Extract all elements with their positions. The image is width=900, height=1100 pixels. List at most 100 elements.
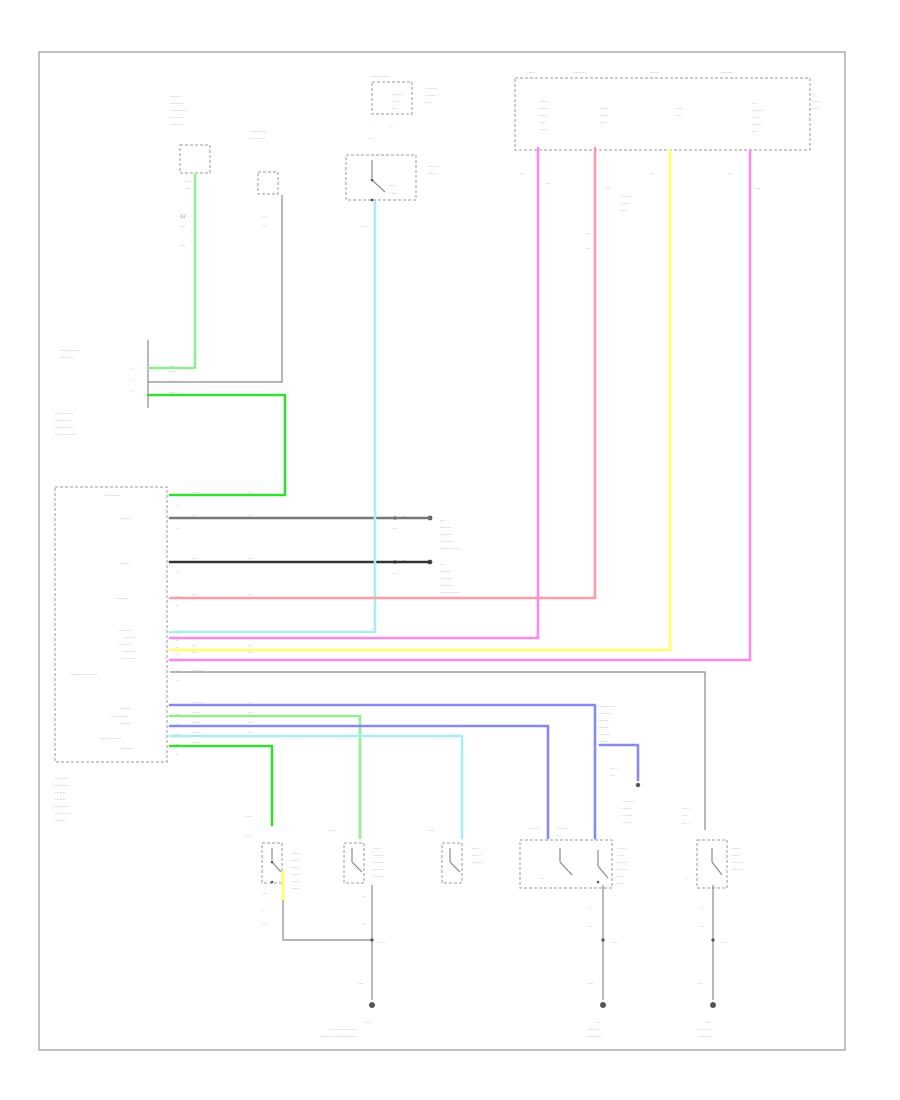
body-control-module: ·········· ······ ······ ········ ······… (54, 486, 168, 824)
ground-left: ····· ···· ··· ················· ·······… (320, 938, 385, 1040)
svg-text:···: ··· (705, 1021, 710, 1026)
svg-text:····: ···· (248, 651, 254, 656)
svg-text:····: ···· (605, 187, 611, 192)
svg-text:···: ··· (248, 701, 252, 706)
svg-text:····: ···· (392, 107, 398, 112)
fuse-block-center: ············ ······ ····· ···· ········ … (368, 75, 437, 142)
svg-text:··: ·· (176, 604, 179, 609)
svg-text:··: ·· (176, 660, 179, 665)
svg-text:·······: ······· (557, 827, 567, 832)
svg-text:····: ···· (358, 982, 364, 987)
svg-text:·······: ······· (732, 861, 743, 866)
svg-text:····: ···· (248, 557, 254, 562)
svg-text:·······: ······· (425, 94, 436, 99)
svg-text:········: ········ (55, 777, 67, 782)
svg-text:·······: ······· (622, 814, 633, 819)
svg-text:·······: ······· (55, 819, 66, 824)
svg-text:···: ··· (262, 225, 266, 230)
svg-text:····: ···· (585, 247, 591, 252)
svg-text:······: ······ (622, 821, 631, 826)
wire-lt-blue-2 (168, 734, 464, 840)
svg-text:········: ········ (192, 701, 203, 706)
svg-text:········: ········ (170, 123, 182, 128)
seat-belt-switch: ····· ····· ····· ····· ····· ····· ····… (245, 815, 300, 927)
wire-yellow-1 (168, 148, 672, 652)
svg-text:·····: ····· (617, 875, 625, 880)
svg-text:·············: ············· (60, 349, 80, 354)
ajar-switch-2: ····· ···· ······ ······ (428, 829, 481, 884)
svg-text:····: ···· (585, 232, 591, 237)
wire-lt-green-2 (168, 714, 362, 840)
svg-text:········: ········ (440, 533, 452, 538)
svg-text:·······: ······· (373, 868, 384, 873)
wire-gray-2 (148, 195, 283, 383)
svg-text:····: ···· (192, 557, 198, 562)
svg-text:·············: ············· (55, 433, 75, 438)
svg-text:···: ··· (185, 187, 190, 192)
svg-text:·····: ····· (527, 71, 535, 76)
svg-text:····: ···· (682, 814, 688, 819)
svg-text:·····: ····· (812, 107, 820, 112)
wire-lt-blue-1 (168, 200, 377, 634)
svg-text:··: ·· (700, 907, 703, 912)
svg-text:··: ·· (176, 753, 179, 758)
svg-text:···: ··· (192, 651, 196, 656)
svg-text:·······: ······· (598, 719, 609, 724)
svg-text:·····: ····· (682, 807, 689, 812)
svg-text:···: ··· (520, 172, 524, 177)
svg-text:········: ········ (622, 800, 634, 805)
svg-text:··: ·· (176, 494, 179, 499)
svg-text:··: ·· (176, 632, 179, 637)
svg-text:······: ······ (392, 93, 401, 98)
svg-text:·····: ····· (245, 835, 252, 840)
svg-text:··: ·· (176, 504, 179, 509)
svg-text:·····: ····· (292, 880, 300, 885)
svg-text:··········: ·········· (55, 812, 70, 817)
svg-text:····: ···· (752, 130, 758, 135)
svg-text:···: ··· (440, 563, 445, 568)
svg-text:·········: ········· (170, 116, 184, 121)
svg-text:·····: ····· (752, 116, 760, 121)
svg-text:·····: ····· (292, 866, 300, 871)
svg-text:·········: ········· (720, 71, 734, 76)
svg-text:·······: ······· (120, 707, 131, 712)
svg-text:·············: ············· (440, 591, 460, 596)
svg-text:·········: ········· (60, 356, 74, 361)
svg-text:·····: ····· (292, 887, 300, 892)
svg-text:······: ······ (472, 854, 481, 859)
svg-text:···: ··· (595, 1021, 600, 1026)
svg-text:····: ···· (698, 982, 704, 987)
svg-text:·······: ······· (55, 798, 66, 803)
svg-text:···: ··· (192, 637, 196, 642)
svg-text:············: ············ (370, 75, 388, 80)
svg-text:··: ·· (390, 125, 393, 130)
svg-text:·········: ········· (440, 540, 454, 545)
svg-text:····: ···· (248, 711, 254, 716)
svg-text:····: ···· (588, 982, 594, 987)
svg-text:·······: ······· (440, 526, 451, 531)
svg-text:············: ············ (598, 705, 616, 710)
svg-text:·····: ····· (388, 184, 396, 189)
svg-text:·····: ····· (600, 107, 608, 112)
svg-text:· ·: · · (130, 390, 134, 395)
svg-text:····: ···· (600, 121, 606, 126)
svg-text:·······: ······· (598, 740, 609, 745)
svg-text:···: ··· (262, 215, 266, 220)
svg-text:······: ······ (120, 517, 129, 522)
svg-text:·····: ····· (540, 114, 548, 119)
svg-text:·········: ········· (698, 1035, 712, 1040)
svg-text:····: ···· (262, 892, 268, 897)
wire-salmon-1 (168, 146, 597, 600)
svg-text:········: ········ (115, 597, 127, 602)
svg-text:············: ············ (55, 412, 73, 417)
svg-text:·······: ······· (440, 570, 451, 575)
svg-text:······: ······ (120, 562, 129, 567)
svg-text:···: ··· (392, 192, 397, 197)
svg-text:·················: ················· (330, 1028, 356, 1033)
door-jamb-switch: ······· ······· ··· ······ ····· ·······… (519, 827, 628, 930)
svg-text:···: ··· (557, 834, 561, 839)
ground-right: ···· ···· ··· ········ ········· (698, 938, 728, 1040)
wire-black-2 (282, 900, 372, 941)
svg-text:·········: ········· (122, 657, 136, 662)
